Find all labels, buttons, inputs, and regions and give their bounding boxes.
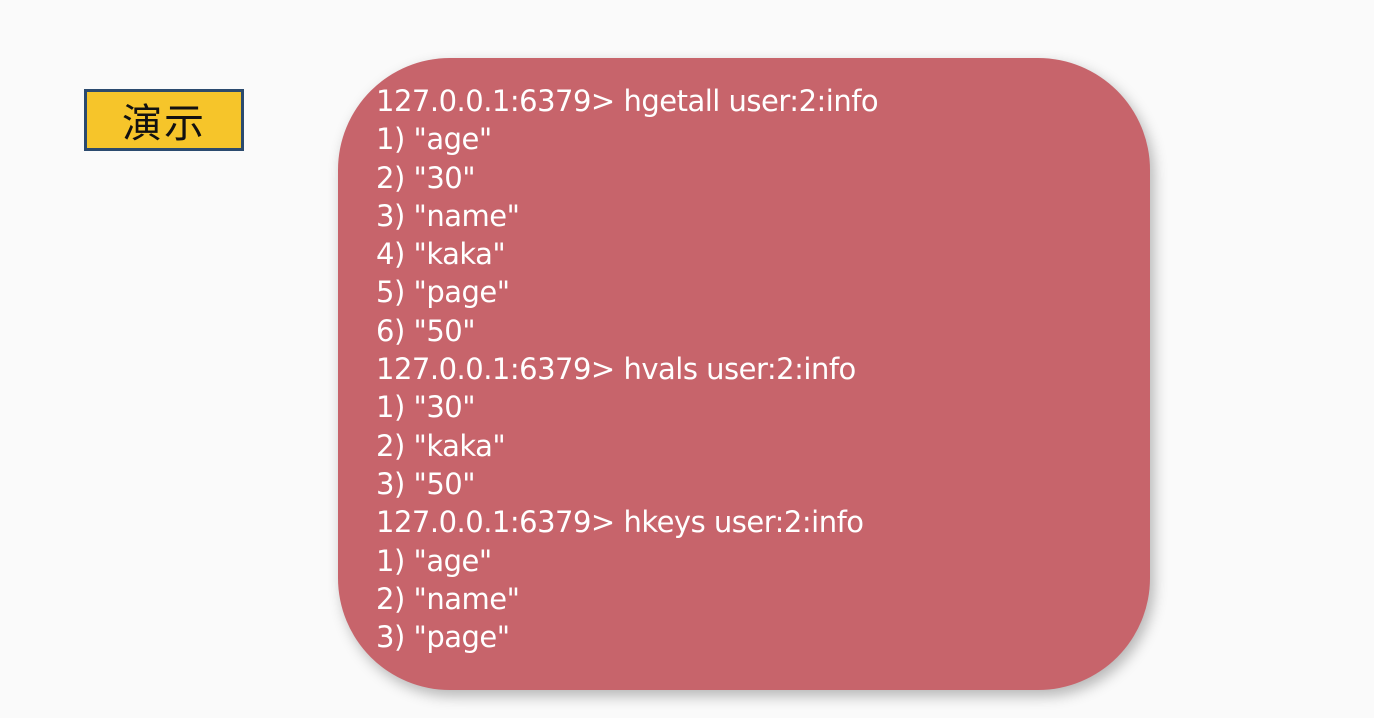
terminal-output-line: 3) "page" — [376, 620, 510, 655]
terminal-command-line: 127.0.0.1:6379> hkeys user:2:info — [376, 505, 864, 540]
terminal-command-line: 127.0.0.1:6379> hgetall user:2:info — [376, 84, 879, 118]
terminal-output-line: 3) "50" — [376, 466, 476, 501]
terminal-output-line: 5) "page" — [376, 275, 510, 310]
terminal-output-line: 3) "name" — [376, 198, 520, 233]
terminal-output: 127.0.0.1:6379> hgetall user:2:info 1) "… — [376, 82, 1120, 656]
terminal-output-line: 6) "50" — [376, 313, 476, 348]
terminal-output-line: 2) "30" — [376, 160, 476, 195]
demo-label: 演示 — [84, 89, 244, 151]
terminal-command-line: 127.0.0.1:6379> hvals user:2:info — [376, 352, 856, 387]
terminal-output-line: 1) "30" — [376, 390, 476, 425]
terminal-output-panel: 127.0.0.1:6379> hgetall user:2:info 1) "… — [338, 58, 1150, 690]
terminal-output-line: 1) "age" — [376, 122, 492, 157]
terminal-output-line: 2) "name" — [376, 581, 520, 616]
terminal-output-line: 4) "kaka" — [376, 237, 506, 272]
terminal-output-line: 2) "kaka" — [376, 428, 506, 463]
terminal-output-line: 1) "age" — [376, 543, 492, 578]
